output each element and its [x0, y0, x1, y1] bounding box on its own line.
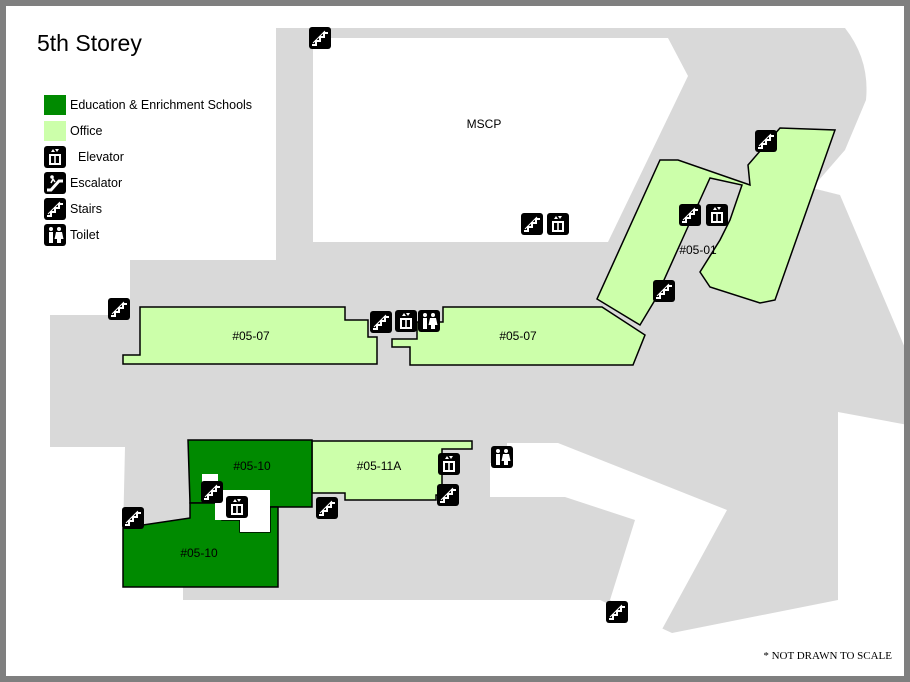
- floor-plan-canvas: MSCP #05-01 #05-07 #05-07 #05-10 #05-11A…: [50, 26, 904, 633]
- southeast-void: [490, 443, 727, 633]
- stairs-icon: [107, 297, 131, 321]
- unit-05-11a[interactable]: [311, 440, 473, 501]
- unit-05-10-north-label: #05-10: [233, 459, 271, 473]
- stairs-icon: [121, 506, 145, 530]
- education-swatch: [44, 95, 66, 115]
- legend-label: Toilet: [70, 228, 100, 242]
- escalator-icon: [44, 172, 66, 194]
- legend-item-toilet: Toilet: [44, 224, 284, 250]
- legend-item-elevator: Elevator: [44, 146, 284, 172]
- toilet-icon: [418, 310, 440, 332]
- office-swatch: [44, 121, 66, 141]
- page-title: 5th Storey: [37, 30, 142, 56]
- stairs-icon: [436, 483, 460, 507]
- legend-item-office: Office: [44, 120, 284, 146]
- legend-label: Office: [70, 124, 103, 138]
- elevator-icon: [395, 310, 417, 332]
- toilet-icon: [44, 224, 66, 246]
- stairs-icon: [678, 203, 702, 227]
- legend: Education & Enrichment Schools Office El…: [44, 94, 284, 250]
- unit-05-07-west[interactable]: [122, 306, 378, 365]
- legend-label: Education & Enrichment Schools: [70, 98, 253, 112]
- elevator-icon: [706, 204, 728, 226]
- legend-item-education: Education & Enrichment Schools: [44, 94, 284, 120]
- elevator-icon: [438, 453, 460, 475]
- elevator-icon: [44, 146, 66, 168]
- not-to-scale-note: * NOT DRAWN TO SCALE: [763, 650, 892, 662]
- stairs-icon: [754, 129, 778, 153]
- stairs-icon: [308, 26, 332, 50]
- stairs-icon: [520, 212, 544, 236]
- stairs-icon: [44, 198, 66, 220]
- unit-05-10-south-label: #05-10: [180, 546, 218, 560]
- toilet-icon: [491, 446, 513, 468]
- legend-item-stairs: Stairs: [44, 198, 284, 224]
- legend-label: Escalator: [70, 176, 123, 190]
- unit-05-11a-label: #05-11A: [357, 459, 401, 473]
- legend-label: Elevator: [78, 150, 124, 164]
- unit-05-07-west-label: #05-07: [232, 329, 270, 343]
- elevator-icon: [547, 213, 569, 235]
- elevator-icon: [226, 496, 248, 518]
- unit-05-07-east-label: #05-07: [499, 329, 537, 343]
- legend-item-escalator: Escalator: [44, 172, 284, 198]
- stairs-icon: [652, 279, 676, 303]
- mscp-label: MSCP: [467, 117, 502, 131]
- mscp-area: [313, 38, 688, 242]
- stairs-icon: [315, 496, 339, 520]
- stairs-icon: [200, 480, 224, 504]
- legend-label: Stairs: [70, 202, 102, 216]
- stairs-icon: [605, 600, 629, 624]
- stairs-icon: [369, 310, 393, 334]
- unit-05-01-label: #05-01: [679, 243, 717, 257]
